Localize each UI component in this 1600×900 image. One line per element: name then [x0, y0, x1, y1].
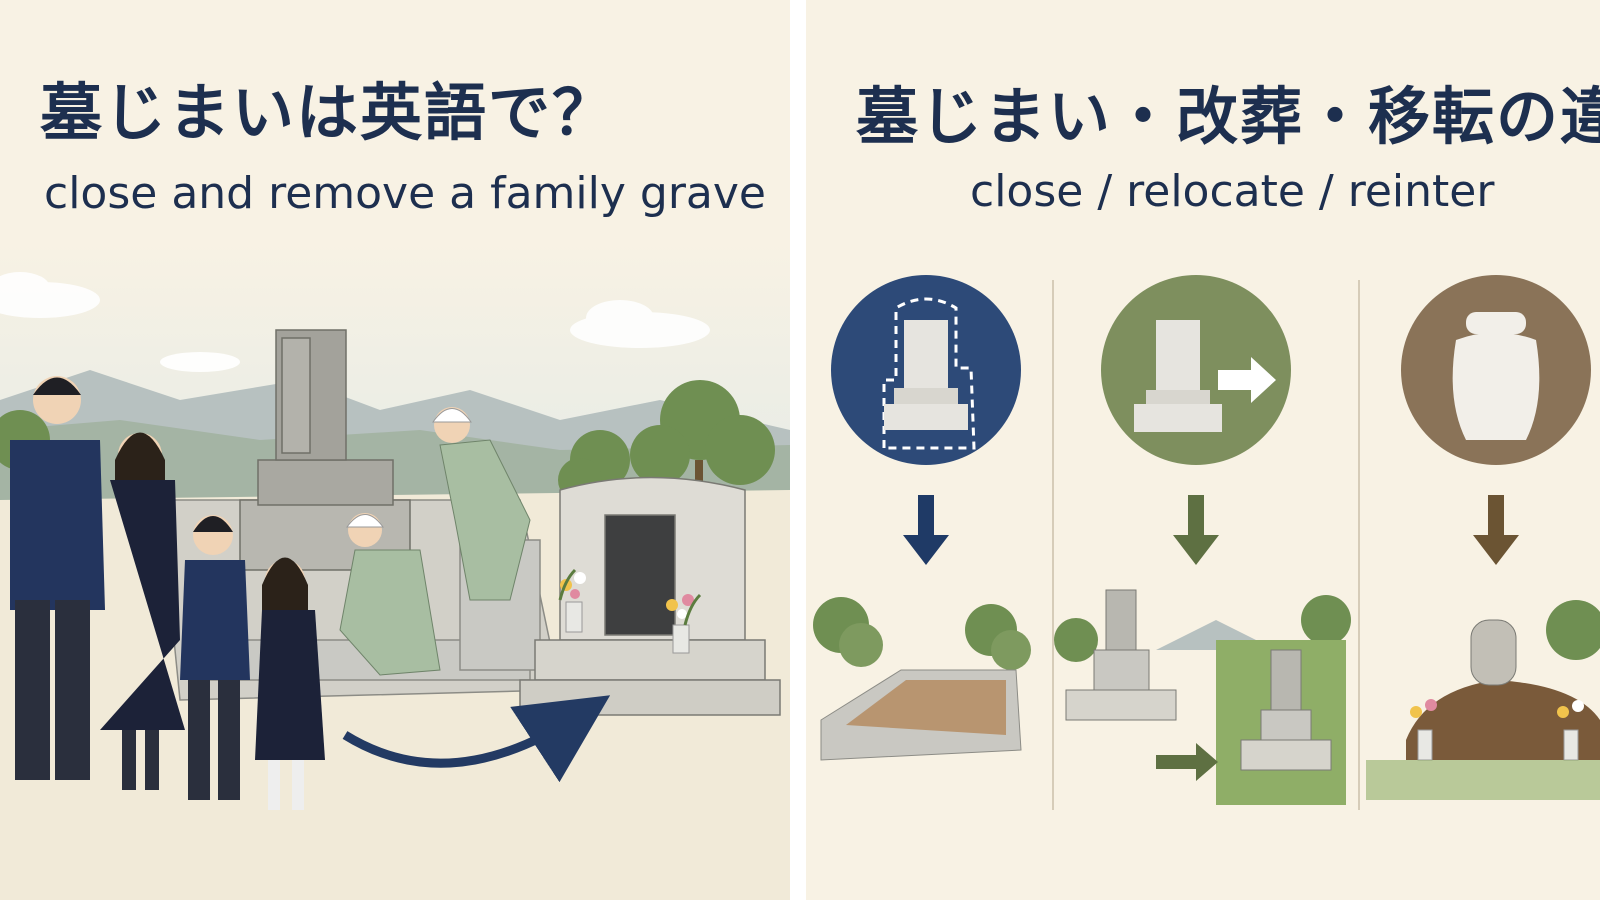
down-arrow-icon [1473, 495, 1519, 565]
panel-divider [790, 0, 806, 900]
urn-icon [1452, 312, 1540, 440]
grave-closing-scene-illustration [0, 240, 790, 900]
cloud-icon [0, 272, 710, 372]
grave-arrow-icon [1134, 320, 1276, 432]
left-subtitle: close and remove a family grave [44, 168, 766, 219]
column-reinter [1366, 275, 1600, 800]
relocation-scene [1054, 589, 1351, 805]
new-grave [519, 476, 781, 716]
right-title: 墓じまい・改葬・移転の違い [856, 80, 1600, 153]
flower-vase [558, 568, 702, 654]
curved-arrow-icon [342, 695, 611, 783]
column-divider [1052, 280, 1054, 810]
family-figures [10, 376, 325, 810]
column-relocate [1054, 275, 1351, 805]
worker-figure [339, 407, 531, 676]
left-panel: 墓じまいは英語で？ close and remove a family grav… [0, 0, 790, 900]
left-title: 墓じまいは英語で？ [40, 76, 617, 149]
comparison-illustration [813, 275, 1600, 805]
column-close [813, 275, 1031, 761]
column-divider [1358, 280, 1360, 810]
grave-outline-icon [882, 297, 976, 450]
down-arrow-icon [1173, 495, 1219, 565]
empty-plot [813, 597, 1031, 761]
reburial-mound [1366, 600, 1600, 800]
down-arrow-icon [903, 495, 949, 565]
right-subtitle: close / relocate / reinter [970, 166, 1495, 217]
right-panel: 墓じまい・改葬・移転の違い close / relocate / reinter [806, 0, 1600, 900]
